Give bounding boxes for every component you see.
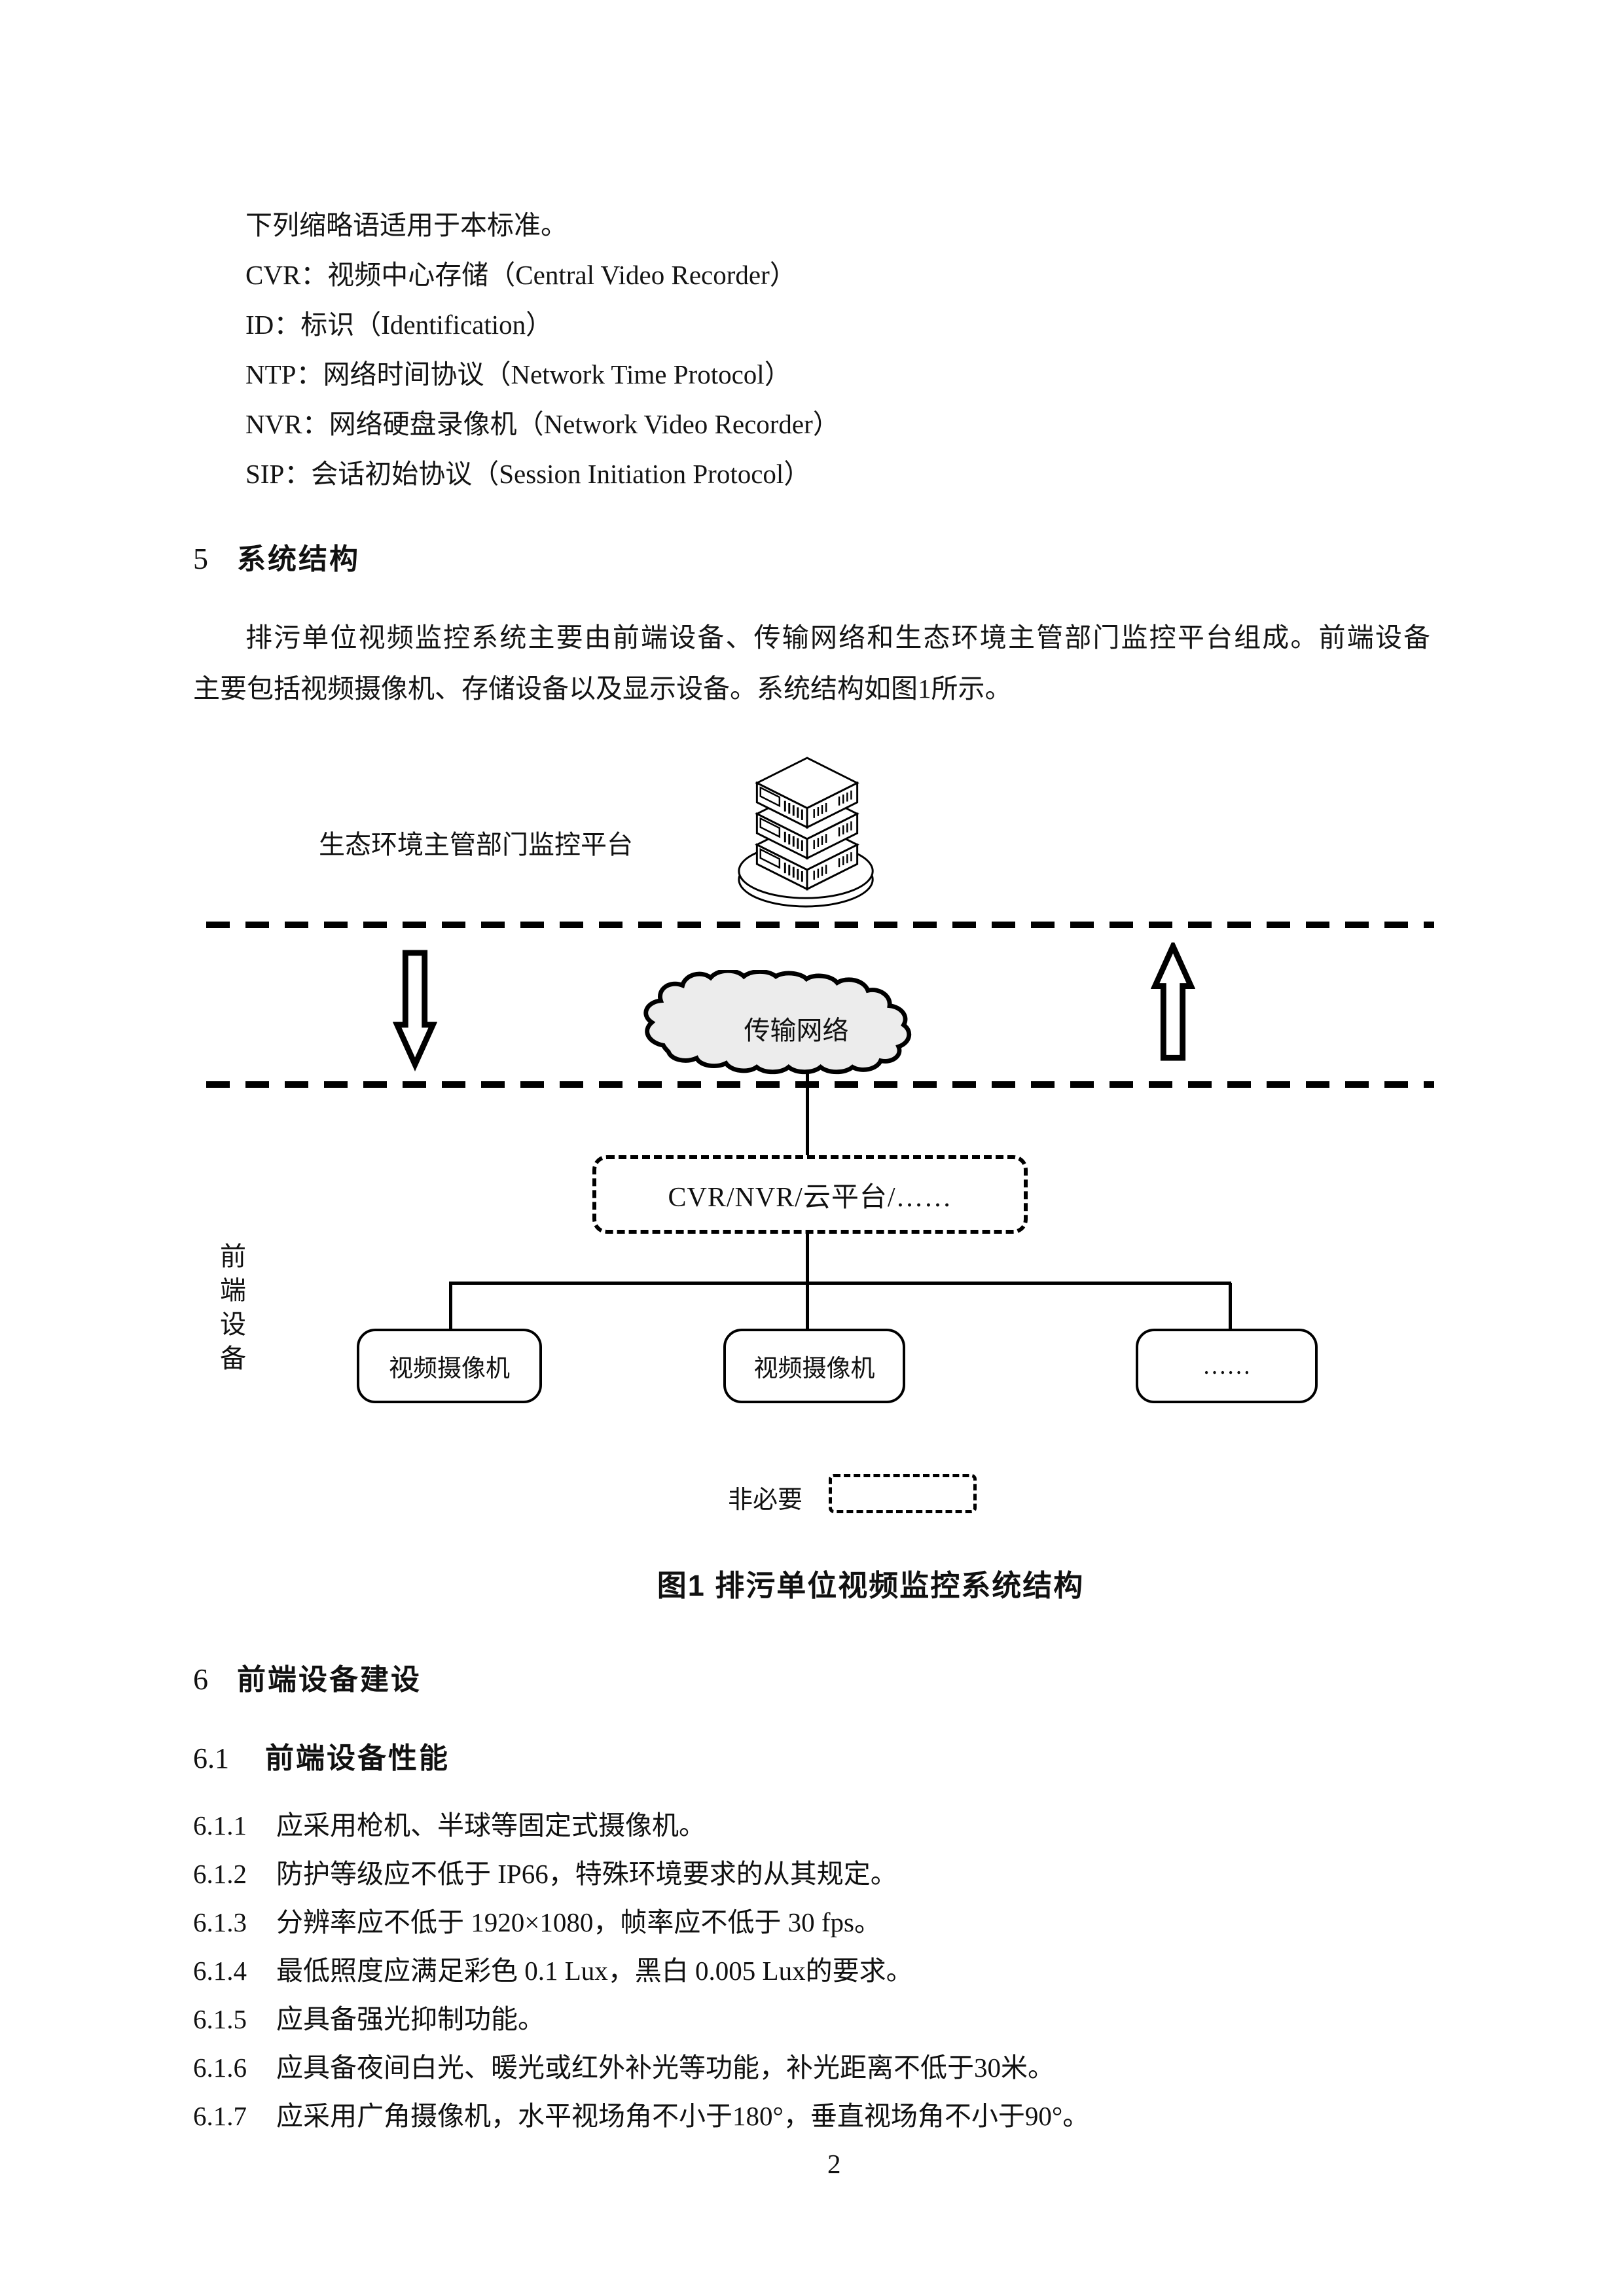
item-text: 应采用枪机、半球等固定式摄像机。 [276,1810,706,1840]
storage-platform-label: CVR/NVR/云平台/…… [668,1182,952,1213]
item-number: 6.1.6 [193,2053,247,2083]
frontend-label-char: 端 [220,1276,246,1305]
more-devices-box: …… [1136,1329,1318,1403]
section-6-1-heading: 6.1 前端设备性能 [193,1734,450,1776]
abbr-item-id: ID：标识（Identification） [245,310,553,340]
section-5-title: 系统结构 [237,543,360,575]
abbr-intro: 下列缩略语适用于本标准。 [245,210,568,240]
section-6-number: 6 [193,1662,208,1696]
item-text: 分辨率应不低于 1920×1080，帧率应不低于 30 fps。 [276,1907,881,1937]
item-number: 6.1.7 [193,2101,247,2131]
section-5-paragraph-line1: 排污单位视频监控系统主要由前端设备、传输网络和生态环境主管部门监控平台组成。前端… [245,622,1430,653]
camera-box-left: 视频摄像机 [357,1329,542,1403]
abbr-item-cvr: CVR：视频中心存储（Central Video Recorder） [245,260,797,290]
frontend-label-char: 备 [220,1344,246,1373]
more-devices-label: …… [1202,1352,1251,1380]
connector-line [449,1283,452,1330]
section-6-1-number: 6.1 [193,1742,229,1774]
item-text: 防护等级应不低于 IP66，特殊环境要求的从其规定。 [276,1859,897,1889]
list-item: 6.1.3 分辨率应不低于 1920×1080，帧率应不低于 30 fps。 [193,1898,1089,1946]
item-number: 6.1.3 [193,1907,247,1937]
list-item: 6.1.7 应采用广角摄像机，水平视场角不小于180°，垂直视场角不小于90°。 [193,2092,1089,2140]
item-text: 应具备夜间白光、暖光或红外补光等功能，补光距离不低于30米。 [276,2053,1055,2083]
abbr-item-sip: SIP：会话初始协议（Session Initiation Protocol） [245,459,811,489]
network-cloud-icon [643,970,912,1075]
frontend-label-char: 设 [220,1310,246,1339]
cloud-label: 传输网络 [744,1016,849,1045]
section-5-paragraph-line2: 主要包括视频摄像机、存储设备以及显示设备。系统结构如图1所示。 [193,673,1012,704]
connector-line [806,1073,809,1156]
camera-box-center-label: 视频摄像机 [753,1355,875,1382]
upper-boundary-dashed-line [206,922,1434,928]
frontend-label-char: 前 [220,1242,246,1271]
camera-box-left-label: 视频摄像机 [389,1355,510,1382]
lower-boundary-dashed-line [206,1081,1434,1088]
item-number: 6.1.2 [193,1859,247,1889]
list-item: 6.1.4 最低照度应满足彩色 0.1 Lux，黑白 0.005 Lux的要求。 [193,1946,1089,1995]
item-number: 6.1.1 [193,1810,247,1840]
figure-caption: 图1 排污单位视频监控系统结构 [657,1569,1085,1602]
section-6-heading: 6 前端设备建设 [193,1656,422,1698]
item-text: 最低照度应满足彩色 0.1 Lux，黑白 0.005 Lux的要求。 [276,1956,913,1986]
server-stack-icon [738,757,874,908]
item-number: 6.1.5 [193,2004,247,2034]
abbr-item-ntp: NTP：网络时间协议（Network Time Protocol） [245,359,791,389]
frontend-devices-label: 前 端 设 备 [220,1244,246,1380]
page-number: 2 [827,2149,841,2179]
arrow-down-icon [393,950,437,1071]
platform-label: 生态环境主管部门监控平台 [319,830,633,859]
list-item: 6.1.2 防护等级应不低于 IP66，特殊环境要求的从其规定。 [193,1850,1089,1898]
connector-line [1229,1283,1232,1330]
connector-bus-line [449,1282,1231,1285]
legend-label: 非必要 [728,1486,803,1514]
item-number: 6.1.4 [193,1956,247,1986]
item-text: 应采用广角摄像机，水平视场角不小于180°，垂直视场角不小于90°。 [276,2101,1090,2131]
section-6-title: 前端设备建设 [237,1664,422,1696]
section-6-1-title: 前端设备性能 [265,1742,450,1774]
list-item: 6.1.5 应具备强光抑制功能。 [193,1995,1089,2043]
storage-platform-box: CVR/NVR/云平台/…… [592,1155,1028,1234]
list-item: 6.1.1 应采用枪机、半球等固定式摄像机。 [193,1801,1089,1850]
item-text: 应具备强光抑制功能。 [276,2004,545,2034]
legend-optional-rect [829,1474,977,1513]
arrow-up-icon [1151,942,1195,1061]
section-5-number: 5 [193,542,208,575]
list-item: 6.1.6 应具备夜间白光、暖光或红外补光等功能，补光距离不低于30米。 [193,2043,1089,2092]
section-5-heading: 5 系统结构 [193,535,360,577]
requirements-list: 6.1.1 应采用枪机、半球等固定式摄像机。 6.1.2 防护等级应不低于 IP66… [193,1801,1089,2140]
abbreviations-block: 下列缩略语适用于本标准。 CVR：视频中心存储（Central Video Re… [245,200,840,499]
camera-box-center: 视频摄像机 [723,1329,905,1403]
abbr-item-nvr: NVR：网络硬盘录像机（Network Video Recorder） [245,409,840,439]
